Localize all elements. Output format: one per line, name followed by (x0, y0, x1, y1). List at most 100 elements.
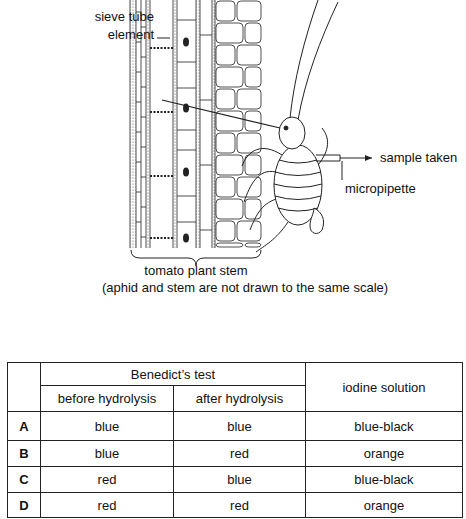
cell-wall-line (215, 0, 216, 248)
table-row: Cred blue blue-black (8, 467, 463, 493)
table-cell: blue (41, 441, 174, 467)
aphid (157, 0, 372, 252)
parenchyma-cell (237, 177, 261, 197)
cell-wall-line (136, 162, 141, 163)
cell-wall-line (141, 87, 146, 88)
table-row: Benedict’s testiodine solution (8, 363, 463, 386)
aphid-stylet (162, 100, 280, 128)
part-label: tomato plant stem (144, 262, 247, 280)
table-cell (8, 363, 41, 412)
sieve-plate (150, 111, 173, 113)
leader-line (157, 38, 170, 39)
part-label: micropipette (345, 180, 416, 198)
cell-wall-line (177, 222, 196, 223)
cell-wall-line (177, 88, 196, 89)
table-cell: blue-black (306, 412, 463, 441)
table-text: after hydrolysis (196, 391, 283, 406)
table-text: Benedict’s test (131, 367, 215, 382)
cell-wall-line (177, 130, 196, 131)
aphid-leg (318, 128, 328, 165)
cell-wall-line (200, 230, 212, 231)
row-letter: C (19, 472, 28, 487)
cell-wall-line (200, 165, 212, 166)
parenchyma-cell (216, 89, 235, 109)
parenchyma-cell (245, 23, 261, 43)
cell-wall-line (136, 192, 141, 193)
table-cell: red (41, 493, 174, 518)
table-row: Dred red orange (8, 493, 463, 518)
table-cell: B (8, 441, 41, 467)
table-text: blue-black (354, 472, 413, 487)
parenchyma-cell (245, 199, 261, 219)
table-text: red (230, 498, 249, 513)
parenchyma-cell (237, 1, 261, 21)
parenchyma-cell (216, 23, 243, 43)
cell-wall-line (200, 0, 201, 248)
nucleus (183, 168, 189, 177)
sample-arrow (340, 158, 372, 159)
cell-wall-line (141, 117, 146, 118)
table-text: iodine solution (342, 380, 425, 395)
cell-wall-line (173, 0, 174, 248)
parenchyma-cell (216, 177, 235, 197)
cell-wall-line (141, 177, 146, 178)
table-row: Ablue blue blue-black (8, 412, 463, 441)
table-text: blue-black (354, 419, 413, 434)
note: (aphid and stem are not drawn to the sam… (102, 279, 388, 297)
row-letter: A (19, 419, 28, 434)
micropipette-tube (316, 155, 340, 161)
aphid-leg (244, 171, 276, 202)
part-label: sample taken (380, 149, 457, 167)
cell-wall-line (136, 72, 141, 73)
cell-wall-line (136, 132, 141, 133)
sieve-plate (150, 47, 173, 49)
table-text: red (98, 472, 117, 487)
cell-wall-line (141, 237, 146, 238)
abdomen-segment (274, 160, 322, 211)
table-text: blue (227, 472, 252, 487)
aphid-head (279, 117, 305, 149)
cell-wall-line (177, 20, 196, 21)
table-cell: C (8, 467, 41, 493)
cell-wall-line (141, 207, 146, 208)
cell-wall-line (177, 150, 196, 151)
table-text: orange (364, 498, 404, 513)
leader-line (342, 161, 343, 180)
parenchyma-cell (237, 45, 261, 65)
table-cell: after hydrolysis (174, 386, 306, 412)
parenchyma-cell (216, 199, 243, 219)
table-cell: blue-black (306, 467, 463, 493)
table-cell: before hydrolysis (41, 386, 174, 412)
results-table: Benedict’s testiodine solutionbefore hyd… (7, 362, 463, 518)
table-cell: blue (174, 412, 306, 441)
cell-wall-line (177, 196, 196, 197)
part-label: sieve tube element (86, 8, 154, 44)
cell-wall-line (141, 57, 146, 58)
parenchyma-cell (216, 133, 235, 153)
aphid-antenna (290, 0, 318, 118)
table-cell: orange (306, 441, 463, 467)
parenchyma-cell (216, 155, 243, 175)
aphid-antenna (298, 2, 338, 120)
sieve-plate (150, 237, 173, 239)
cell-wall-line (196, 0, 197, 248)
parenchyma-cell (216, 243, 243, 247)
parenchyma-cell (237, 89, 261, 109)
parenchyma-cell (237, 221, 261, 241)
parenchyma-cell (216, 45, 235, 65)
parenchyma-cell (245, 243, 261, 247)
aphid-leg (242, 149, 282, 166)
table-cell: Benedict’s test (41, 363, 306, 386)
cell-wall-line (177, 0, 178, 248)
table-cell: red (174, 493, 306, 518)
parenchyma-cell (245, 155, 261, 175)
table-text: blue (95, 419, 120, 434)
table-cell: D (8, 493, 41, 518)
table-text: orange (364, 446, 404, 461)
aphid-eye (284, 126, 288, 130)
table-row: Bblueredorange (8, 441, 463, 467)
parenchyma-cell (216, 221, 235, 241)
table-text: before hydrolysis (58, 391, 156, 406)
table-text: blue (95, 446, 120, 461)
cell-wall-line (177, 62, 196, 63)
